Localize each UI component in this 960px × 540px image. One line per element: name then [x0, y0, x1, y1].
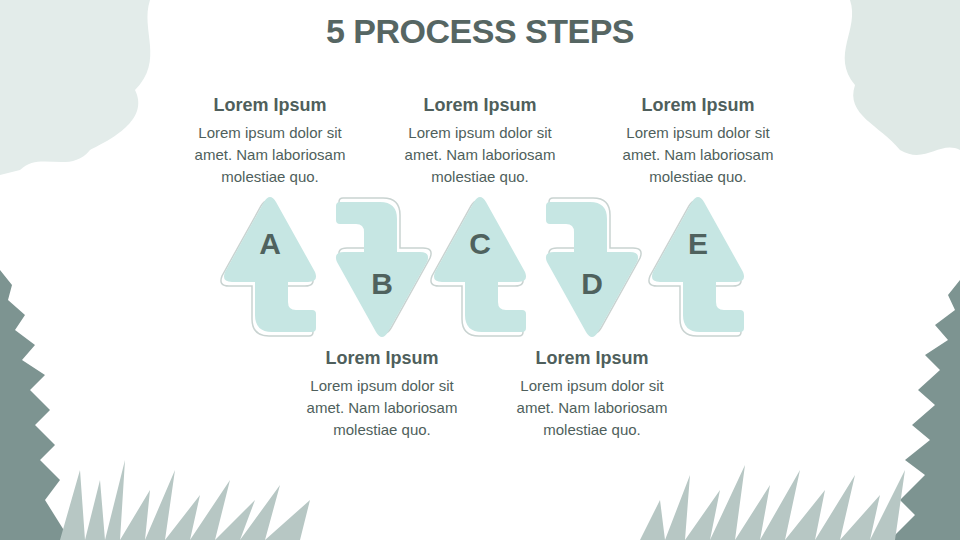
tree-left [0, 270, 70, 540]
process-arrow: CLorem IpsumLorem ipsum dolor sit amet. … [430, 192, 530, 342]
arrow-shape [648, 192, 748, 342]
process-arrow: DLorem IpsumLorem ipsum dolor sit amet. … [542, 192, 642, 342]
step-description: Lorem IpsumLorem ipsum dolor sit amet. N… [487, 348, 697, 441]
step-body: Lorem ipsum dolor sit amet. Nam laborios… [165, 122, 375, 188]
step-letter: D [542, 267, 642, 301]
step-letter: E [648, 227, 748, 261]
process-arrow: BLorem IpsumLorem ipsum dolor sit amet. … [332, 192, 432, 342]
step-description: Lorem IpsumLorem ipsum dolor sit amet. N… [165, 95, 375, 188]
corner-splash [845, 0, 960, 155]
step-body: Lorem ipsum dolor sit amet. Nam laborios… [375, 122, 585, 188]
step-heading: Lorem Ipsum [487, 348, 697, 369]
step-body: Lorem ipsum dolor sit amet. Nam laborios… [593, 122, 803, 188]
step-letter: C [430, 227, 530, 261]
step-heading: Lorem Ipsum [375, 95, 585, 116]
step-letter: B [332, 267, 432, 301]
arrow-shape [430, 192, 530, 342]
step-heading: Lorem Ipsum [593, 95, 803, 116]
title: 5 PROCESS STEPS [0, 12, 960, 51]
step-description: Lorem IpsumLorem ipsum dolor sit amet. N… [375, 95, 585, 188]
step-heading: Lorem Ipsum [165, 95, 375, 116]
arrow-shape [220, 192, 320, 342]
corner-splash [0, 0, 150, 175]
step-letter: A [220, 227, 320, 261]
step-description: Lorem IpsumLorem ipsum dolor sit amet. N… [593, 95, 803, 188]
process-arrow: ELorem IpsumLorem ipsum dolor sit amet. … [648, 192, 748, 342]
step-body: Lorem ipsum dolor sit amet. Nam laborios… [487, 375, 697, 441]
grass [60, 460, 905, 540]
step-body: Lorem ipsum dolor sit amet. Nam laborios… [277, 375, 487, 441]
step-heading: Lorem Ipsum [277, 348, 487, 369]
step-description: Lorem IpsumLorem ipsum dolor sit amet. N… [277, 348, 487, 441]
process-arrow: ALorem IpsumLorem ipsum dolor sit amet. … [220, 192, 320, 342]
